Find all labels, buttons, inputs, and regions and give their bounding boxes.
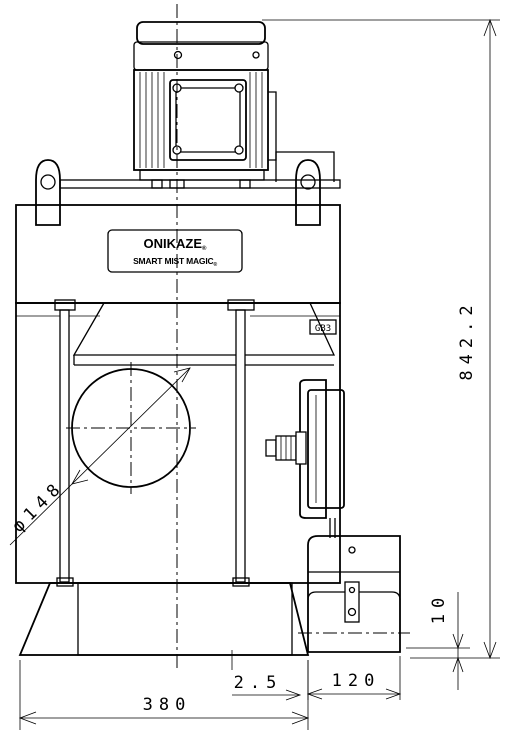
lifting-eye-hole	[40, 174, 56, 190]
rod-clamp	[54, 299, 76, 311]
lifting-frame	[35, 151, 341, 226]
lifting-eye-left	[35, 159, 61, 226]
latch-screw-icon	[348, 586, 356, 594]
arrow-icon	[173, 367, 191, 383]
lifting-eye-hole	[300, 174, 316, 190]
connector-gland	[295, 431, 307, 465]
rod-clamp	[227, 299, 255, 311]
control-box-back	[299, 379, 327, 519]
support-rod-left	[59, 309, 70, 583]
dim-total-height: 842.2	[457, 299, 477, 380]
arrow-icon	[483, 641, 497, 660]
motor-body	[133, 69, 269, 171]
motor-terminal-box	[169, 79, 247, 161]
motor-foot	[239, 179, 251, 189]
hood-cone	[72, 302, 336, 356]
rear-bracket	[275, 151, 335, 182]
base	[18, 582, 310, 656]
control-box	[307, 389, 345, 509]
latch-screw-icon	[347, 607, 357, 617]
rod-nut	[56, 577, 74, 587]
side-unit	[265, 379, 410, 653]
motor-fins	[139, 72, 263, 168]
bolt-icon	[234, 83, 244, 93]
top-rail	[59, 179, 341, 189]
motor-side-box	[268, 91, 277, 161]
rod-nut	[232, 577, 250, 587]
motor-bolt-icon	[252, 51, 260, 59]
pump-indicator-icon	[348, 546, 356, 554]
brand-tagline: SMART MIST MAGIC®	[133, 256, 217, 268]
dimension-lines: 842.2 φ148 380 2.5 120 10	[8, 18, 500, 730]
base-stand	[18, 582, 310, 656]
arrow-icon	[452, 633, 464, 650]
connector-plug	[265, 439, 277, 457]
upper-housing	[15, 204, 341, 304]
duct-opening	[66, 362, 196, 494]
motor-top-cap	[136, 21, 266, 45]
arrow-icon	[306, 688, 323, 700]
bolt-icon	[234, 145, 244, 155]
leader-duct	[9, 367, 191, 546]
arrow-icon	[18, 711, 37, 725]
part-tag-box	[309, 319, 337, 335]
arrow-icon	[483, 18, 497, 37]
arrow-icon	[291, 711, 310, 725]
support-rod-right	[235, 309, 246, 583]
lifting-eye-right	[295, 159, 321, 226]
cable-connector	[265, 431, 307, 465]
dim-tank-width: 120	[332, 671, 381, 691]
motor-base-plate	[139, 169, 265, 181]
arrow-icon	[71, 469, 89, 485]
motor-bolt-icon	[173, 50, 183, 60]
dim-base-offset: 2.5	[234, 673, 283, 693]
motor	[133, 21, 277, 189]
pump-box	[307, 535, 401, 653]
motor-terminal-cover	[175, 87, 241, 153]
motor-upper-band	[133, 41, 269, 71]
arrow-icon	[452, 656, 464, 673]
brand-plate	[107, 229, 243, 273]
dim-tank-gap: 10	[429, 592, 449, 624]
dim-base-width: 380	[143, 695, 192, 715]
base-panel	[77, 582, 293, 656]
arrow-icon	[385, 688, 402, 700]
motor-foot	[151, 179, 163, 189]
brand-name: ONIKAZE®	[144, 236, 208, 252]
arrow-icon	[285, 689, 302, 701]
part-tag: GB3	[315, 324, 331, 334]
